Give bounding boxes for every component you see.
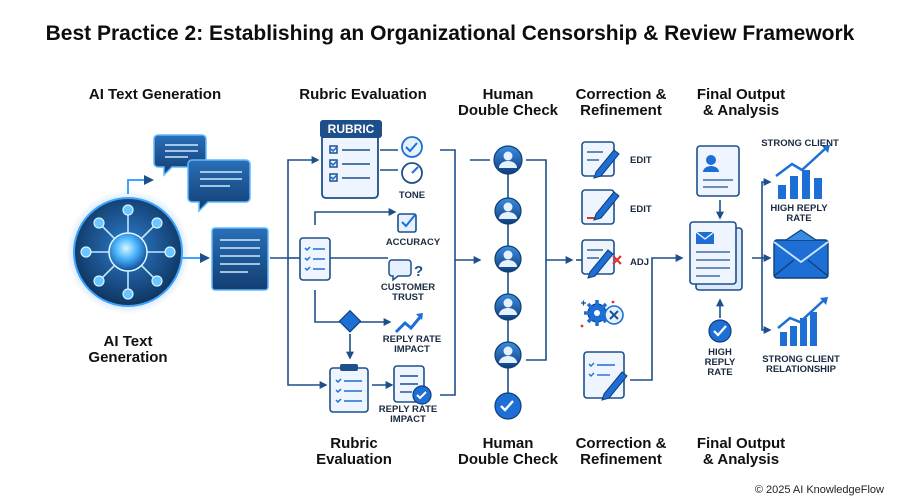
reviewer-avatar-icon bbox=[494, 245, 522, 273]
footer-ai-generation: AI Text Generation bbox=[88, 333, 168, 366]
label-reply-rate-impact: REPLY RATE IMPACT bbox=[382, 334, 442, 355]
reviewer-avatar-icon bbox=[494, 293, 522, 321]
label-accuracy: ACCURACY bbox=[385, 237, 441, 248]
ai-generator-node bbox=[66, 190, 190, 314]
chat-bubble-icon bbox=[153, 134, 251, 213]
profile-doc-icon bbox=[696, 145, 740, 197]
svg-text:?: ? bbox=[414, 263, 423, 280]
header-rubric-evaluation: Rubric Evaluation bbox=[299, 86, 427, 103]
page-title: Best Practice 2: Establishing an Organiz… bbox=[45, 22, 855, 45]
refined-doc-icon bbox=[583, 351, 628, 401]
header-correction: Correction & Refinement bbox=[575, 86, 667, 119]
footer-final-output: Final Output & Analysis bbox=[696, 435, 786, 468]
final-connectors bbox=[716, 178, 772, 334]
rubric-connectors bbox=[270, 149, 482, 396]
label-customer-trust: CUSTOMER TRUST bbox=[380, 282, 436, 303]
decision-diamond-icon bbox=[338, 309, 362, 333]
edit-doc-icon bbox=[581, 141, 620, 179]
footer-rubric-evaluation: Rubric Evaluation bbox=[316, 435, 392, 468]
label-strong-client: STRONG CLIENT bbox=[761, 138, 839, 149]
label-edit-1: EDIT bbox=[630, 155, 652, 166]
reject-icon bbox=[604, 305, 624, 325]
reviewer-avatar-icon bbox=[493, 145, 523, 175]
header-final-output: Final Output & Analysis bbox=[696, 86, 786, 119]
growth-bar-chart-icon bbox=[775, 145, 830, 199]
reviewer-avatar-icon bbox=[494, 341, 522, 369]
approved-check-icon bbox=[494, 392, 522, 420]
settings-gear-icon bbox=[580, 300, 615, 328]
review-list-icon bbox=[393, 365, 432, 405]
label-reply-rate-impact-2: REPLY RATE IMPACT bbox=[378, 404, 438, 425]
generated-text-icon bbox=[211, 227, 269, 291]
header-human-check: Human Double Check bbox=[457, 86, 559, 119]
label-high-reply-rate: HIGH REPLY RATE bbox=[770, 203, 828, 224]
bottom-clipboard-icon bbox=[329, 364, 369, 413]
label-edit-2: EDIT bbox=[630, 204, 652, 215]
header-ai-generation: AI Text Generation bbox=[88, 86, 222, 103]
label-tone: TONE bbox=[398, 190, 426, 201]
human-connectors bbox=[470, 159, 574, 394]
check-circle-icon bbox=[401, 136, 423, 158]
final-check-icon bbox=[708, 319, 732, 343]
copyright: © 2025 AI KnowledgeFlow bbox=[754, 484, 884, 496]
connector bbox=[127, 175, 154, 194]
label-high-reply-rate-2: HIGH REPLY RATE bbox=[704, 347, 736, 378]
reviewer-avatar-icon bbox=[494, 197, 522, 225]
footer-human-check: Human Double Check bbox=[457, 435, 559, 468]
final-documents-icon bbox=[689, 221, 743, 291]
email-envelope-icon bbox=[773, 229, 829, 279]
label-adj: ADJ bbox=[630, 257, 650, 268]
trend-up-icon bbox=[394, 313, 423, 334]
rubric-badge: RUBRIC bbox=[320, 120, 382, 138]
reviewer-avatars bbox=[493, 145, 523, 420]
rubric-clipboard-icon bbox=[321, 133, 379, 199]
checklist-icon bbox=[299, 237, 331, 281]
accuracy-icon bbox=[397, 213, 417, 233]
label-strong-client-relationship: STRONG CLIENT RELATIONSHIP bbox=[762, 354, 840, 375]
adjust-doc-icon bbox=[581, 239, 622, 279]
edit-doc-icon bbox=[581, 189, 620, 225]
tone-gauge-icon bbox=[401, 162, 423, 184]
relationship-chart-icon bbox=[777, 297, 828, 346]
footer-correction: Correction & Refinement bbox=[575, 435, 667, 468]
customer-trust-icon: ? bbox=[388, 259, 423, 282]
